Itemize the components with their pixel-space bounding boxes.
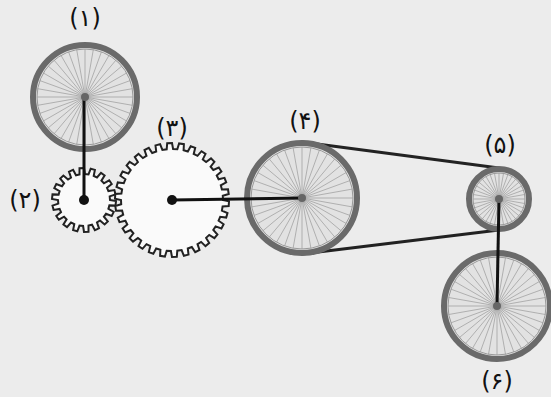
wheel-hub: [495, 195, 503, 203]
wheel-spoke: [85, 97, 127, 121]
callout-number: (۵): [484, 133, 516, 157]
wheel-spoke: [269, 159, 302, 198]
wheel-spoke: [448, 306, 497, 307]
wheel-spoke: [302, 198, 303, 249]
wheel-spoke: [54, 60, 85, 97]
wheel-spoke: [85, 97, 133, 98]
wheel-spoke: [85, 49, 86, 97]
wheel-spoke: [85, 97, 116, 134]
wheel-spoke: [69, 52, 85, 97]
wheel-spoke: [263, 198, 302, 231]
gear-hub: [79, 195, 89, 205]
wheel-spoke: [449, 306, 497, 315]
callout-number: (۱): [69, 6, 101, 30]
wheel-spoke: [85, 89, 132, 97]
wheel-hub: [298, 194, 306, 202]
wheel-spoke: [302, 198, 335, 237]
wheel-spoke: [302, 154, 328, 198]
wheel-spoke: [497, 275, 535, 307]
wheel-spoke: [497, 298, 545, 307]
wheel-spoke: [85, 97, 101, 142]
shaft-rod: [497, 199, 499, 306]
wheel-spoke: [302, 198, 311, 248]
wheel-spoke: [497, 306, 514, 352]
wheel-spoke: [497, 306, 498, 355]
wheel-spoke: [254, 198, 302, 215]
callout-number: (۶): [481, 369, 513, 393]
wheel-spoke: [302, 165, 341, 198]
wheel-spoke: [285, 150, 302, 198]
wheel-spoke: [40, 97, 85, 113]
wheel-spoke: [497, 306, 529, 344]
wheel-spoke: [48, 97, 85, 128]
wheel-spoke: [302, 198, 353, 199]
wheel-spoke: [455, 282, 497, 307]
wheel-spoke: [302, 189, 352, 198]
wheel-spoke: [37, 97, 85, 98]
wheel-hub: [81, 93, 89, 101]
wheel-spoke: [43, 73, 85, 97]
wheel-spoke: [85, 66, 122, 97]
wheel-spoke: [497, 306, 539, 331]
wheel-spoke: [258, 173, 302, 199]
wheel-spoke: [85, 55, 109, 97]
wheel-spoke: [85, 81, 130, 97]
wheel-spoke: [451, 306, 497, 323]
wheel-spoke: [473, 306, 498, 348]
wheel-spoke: [293, 148, 302, 198]
shaft-rod: [172, 198, 302, 200]
wheel-spoke: [497, 306, 546, 307]
callout-number: (۲): [9, 188, 41, 212]
wheel-spoke: [466, 269, 498, 307]
wheel-hub: [493, 302, 501, 310]
wheel-spoke: [38, 97, 85, 105]
wheel-spoke: [61, 97, 85, 139]
wheel-spoke: [460, 306, 498, 338]
wheel-spoke: [497, 289, 543, 306]
wheel-spoke: [77, 50, 85, 97]
wheel-spoke: [302, 181, 350, 198]
wheel-spoke: [302, 147, 303, 198]
wheel-spoke: [497, 264, 522, 306]
wheel-spoke: [497, 306, 506, 354]
wheel-spoke: [302, 198, 346, 224]
wheel-spoke: [85, 97, 93, 144]
callout-number: (۴): [289, 109, 321, 133]
wheel-spoke: [480, 260, 497, 306]
gear-hub: [167, 195, 177, 205]
callout-number: (۳): [156, 116, 188, 140]
wheel-spoke: [302, 198, 319, 246]
wheel-spoke: [277, 198, 303, 242]
shaft-rod: [83, 97, 86, 200]
